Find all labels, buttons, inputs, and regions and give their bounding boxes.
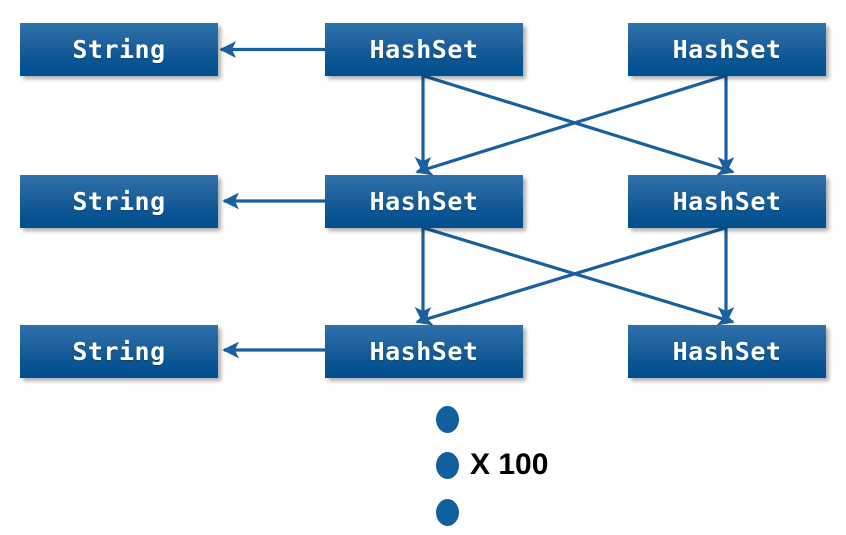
edge-hashset4-to-hashset5 bbox=[415, 226, 726, 326]
ellipsis-dot-icon bbox=[436, 499, 459, 526]
node-hashset-1[interactable]: HashSet bbox=[325, 23, 523, 76]
ellipsis-dot-icon bbox=[436, 452, 459, 479]
node-label: HashSet bbox=[369, 35, 479, 64]
node-hashset-4[interactable]: HashSet bbox=[628, 175, 826, 228]
node-label: String bbox=[72, 35, 166, 64]
node-label: HashSet bbox=[369, 187, 479, 216]
node-label: String bbox=[72, 337, 166, 366]
edge-hashset3-to-hashset6 bbox=[423, 226, 735, 326]
node-label: String bbox=[72, 187, 166, 216]
node-label: HashSet bbox=[672, 337, 782, 366]
node-hashset-2[interactable]: HashSet bbox=[628, 23, 826, 76]
edge-hashset1-to-hashset4 bbox=[423, 74, 735, 176]
edge-hashset2-to-hashset3 bbox=[415, 74, 726, 176]
node-label: HashSet bbox=[672, 35, 782, 64]
ellipsis-dot-icon bbox=[436, 406, 459, 433]
multiplier-label: X 100 bbox=[470, 448, 549, 481]
node-hashset-6[interactable]: HashSet bbox=[628, 325, 826, 378]
node-label: HashSet bbox=[369, 337, 479, 366]
node-string-1[interactable]: String bbox=[20, 23, 218, 76]
node-label: HashSet bbox=[672, 187, 782, 216]
node-string-2[interactable]: String bbox=[20, 175, 218, 228]
node-hashset-3[interactable]: HashSet bbox=[325, 175, 523, 228]
node-string-3[interactable]: String bbox=[20, 325, 218, 378]
node-hashset-5[interactable]: HashSet bbox=[325, 325, 523, 378]
